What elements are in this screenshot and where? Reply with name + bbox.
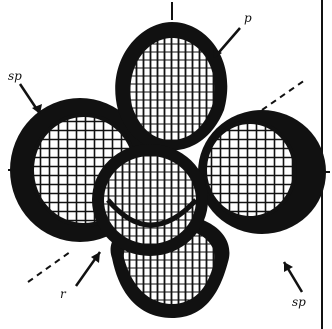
label-bottom-right: sp <box>292 295 306 309</box>
right-lobe <box>198 110 326 234</box>
label-upper-left: sp <box>8 69 22 83</box>
label-bottom-left: r <box>60 287 67 301</box>
label-top-right: p <box>244 11 252 25</box>
center-lobe <box>92 144 208 256</box>
top-lobe <box>115 22 227 150</box>
